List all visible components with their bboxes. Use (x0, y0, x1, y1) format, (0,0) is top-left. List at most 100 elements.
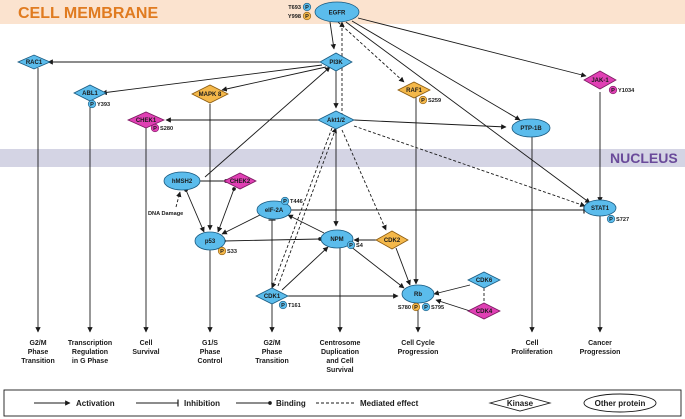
node-hmsh2[interactable]: hMSH2 (163, 171, 201, 191)
svg-text:P: P (220, 249, 224, 255)
site-p53-s33: P S33 (217, 246, 237, 256)
site-chek1-s280: P S280 (150, 123, 173, 133)
svg-text:S780: S780 (398, 305, 411, 311)
svg-text:eIF-2A: eIF-2A (265, 208, 284, 214)
outcomes: G2/M Phase Transition Transcription Regu… (21, 340, 620, 374)
svg-text:Transition: Transition (21, 358, 54, 365)
svg-text:T161: T161 (288, 303, 301, 309)
node-chek2[interactable]: CHEK2 (223, 172, 257, 190)
site-eif2a-t446: P T446 (280, 196, 303, 206)
svg-text:P: P (281, 303, 285, 309)
node-cdk2[interactable]: CDK2 (375, 230, 409, 250)
svg-text:Cell Cycle: Cell Cycle (401, 340, 435, 347)
svg-text:STAT1: STAT1 (591, 206, 610, 212)
svg-text:MAPK 8: MAPK 8 (199, 92, 222, 98)
svg-text:P: P (153, 126, 157, 132)
svg-text:CHEK1: CHEK1 (136, 118, 157, 124)
svg-text:S259: S259 (428, 98, 441, 104)
svg-text:Y1034: Y1034 (618, 88, 635, 94)
svg-text:Transition: Transition (255, 358, 288, 365)
node-akt[interactable]: Akt1/2 (317, 110, 355, 130)
svg-text:PTP-1B: PTP-1B (520, 126, 542, 132)
svg-text:P: P (349, 243, 353, 249)
node-abl1[interactable]: ABL1 (73, 84, 107, 102)
node-ptp1b[interactable]: PTP-1B (511, 118, 551, 138)
svg-text:ABL1: ABL1 (82, 91, 98, 97)
svg-text:Mediated effect: Mediated effect (360, 399, 419, 408)
site-raf1-s259: P S259 (418, 95, 441, 105)
node-rb[interactable]: Rb (401, 284, 435, 304)
membrane-label: CELL MEMBRANE (18, 5, 158, 22)
svg-text:in G Phase: in G Phase (72, 358, 108, 365)
node-chek1[interactable]: CHEK1 (127, 111, 165, 129)
site-cdk1-t161: P T161 (278, 300, 301, 310)
outcome-rac1: G2/M Phase Transition (21, 340, 54, 365)
node-rac1[interactable]: RAC1 (17, 54, 51, 70)
node-raf1[interactable]: RAF1 (397, 81, 431, 99)
edges (35, 17, 603, 333)
svg-text:CDK1: CDK1 (264, 294, 281, 300)
svg-text:RAC1: RAC1 (26, 60, 43, 66)
svg-text:Cancer: Cancer (588, 340, 612, 347)
edge-egfr-ptp1b (351, 20, 521, 121)
edge-npm-eif2a (287, 214, 325, 234)
edge-cdk2-rb (395, 247, 411, 286)
legend: Activation Inhibition Binding Mediated e… (3, 389, 682, 417)
svg-text:T693: T693 (288, 5, 301, 11)
svg-text:Cell: Cell (140, 340, 153, 347)
nucleus-band (0, 149, 685, 167)
svg-text:CDK6: CDK6 (476, 278, 493, 284)
outcome-abl1: Transcription Regulation in G Phase (68, 340, 112, 365)
svg-text:P: P (305, 14, 309, 20)
outcome-rb: Cell Cycle Progression (398, 340, 439, 356)
site-egfr-t693: P T693 (288, 2, 312, 12)
svg-text:S727: S727 (616, 217, 629, 223)
edge-hmsh2-p53 (184, 188, 205, 233)
svg-text:CDK4: CDK4 (476, 309, 493, 315)
svg-text:CHEK2: CHEK2 (230, 179, 251, 185)
svg-text:P: P (283, 199, 287, 205)
node-p53[interactable]: p53 (194, 231, 226, 251)
edge-akt-ptp1b (353, 119, 507, 130)
edge-eif2a-p53 (221, 213, 263, 235)
node-cdk6[interactable]: CDK6 (467, 271, 501, 289)
site-abl1-y393: P Y393 (87, 99, 110, 109)
edge-akt-cdk1 (271, 127, 333, 289)
node-jak1[interactable]: JAK-1 (583, 70, 617, 90)
dna-damage-label: DNA Damage (148, 211, 183, 217)
svg-text:Y393: Y393 (97, 102, 110, 108)
edge-hmsh2-pi3k (204, 66, 331, 178)
edge-chek2-p53 (217, 187, 236, 233)
node-cdk1[interactable]: CDK1 (255, 287, 289, 305)
svg-text:Proliferation: Proliferation (511, 349, 552, 356)
site-egfr-y998: P Y998 (288, 11, 312, 21)
node-pi3k[interactable]: PI3K (319, 52, 353, 72)
edge-pi3k-mapk8 (221, 66, 327, 92)
svg-text:hMSH2: hMSH2 (172, 179, 193, 185)
edge-npm-rb (349, 245, 405, 289)
svg-text:Phase: Phase (262, 349, 283, 356)
nucleus-label: NUCLEUS (610, 150, 678, 166)
edge-egfr-stat1 (345, 21, 591, 204)
node-eif2a[interactable]: eIF-2A (256, 200, 292, 220)
svg-text:Progression: Progression (580, 349, 621, 356)
node-egfr[interactable]: EGFR (314, 1, 360, 23)
edge-egfr-raf1 (337, 21, 405, 83)
edge-dnadamage-hmsh2 (175, 191, 182, 208)
node-stat1[interactable]: STAT1 (583, 199, 617, 217)
svg-text:G2/M: G2/M (29, 340, 46, 347)
svg-text:P: P (90, 102, 94, 108)
outcome-ptp1b: Cell Proliferation (511, 340, 552, 356)
svg-text:G2/M: G2/M (263, 340, 280, 347)
legend-activation: Activation (34, 399, 115, 408)
node-npm[interactable]: NPM (320, 229, 354, 249)
node-cdk4[interactable]: CDK4 (467, 302, 501, 320)
outcome-chek1: Cell Survival (132, 340, 159, 356)
edge-akt-cdk2 (341, 129, 387, 231)
node-mapk8[interactable]: MAPK 8 (191, 84, 229, 104)
edge-cdk6-rb (433, 284, 471, 296)
svg-text:Regulation: Regulation (72, 349, 108, 356)
site-jak1-y1034: P Y1034 (608, 85, 635, 95)
